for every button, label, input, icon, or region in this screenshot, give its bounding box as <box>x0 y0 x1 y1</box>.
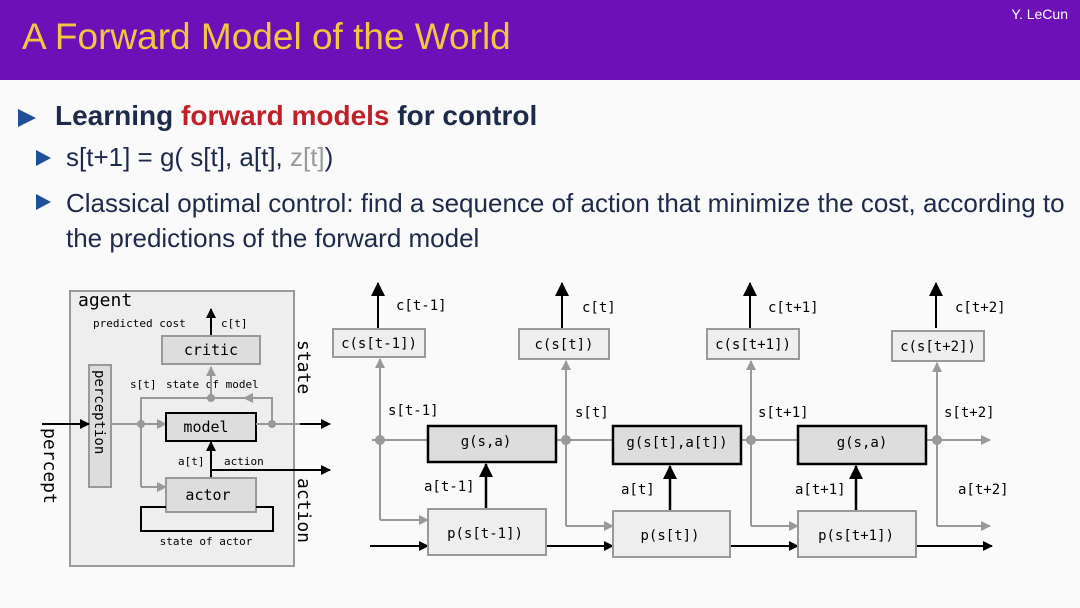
slide-title: A Forward Model of the World <box>22 16 511 57</box>
agent-diagram: agent predicted cost c[t] critic percept… <box>39 290 331 567</box>
p-label-1: p(s[t]) <box>640 528 699 544</box>
action-label-0: a[t-1] <box>424 479 475 495</box>
critic-box <box>161 335 261 365</box>
critic-label-2: c(s[t+1]) <box>715 337 791 353</box>
bullet-learning: Learning forward models for control <box>55 100 537 132</box>
g-label-1: g(s[t],a[t]) <box>626 435 727 451</box>
cost-top-3: c[t+2] <box>955 300 1006 316</box>
equation-gray-term: z[t] <box>289 142 325 172</box>
state-side-label: state <box>293 340 314 394</box>
actor-label: actor <box>185 486 230 504</box>
p-label-2: p(s[t+1]) <box>818 528 894 544</box>
p-box-2 <box>797 510 917 558</box>
sub-bullet-triangle-icon <box>36 150 51 166</box>
g-box-0 <box>426 424 558 464</box>
action-small-label: action <box>224 455 264 468</box>
actor-box <box>165 477 257 513</box>
agent-state-label: s[t] <box>130 378 157 391</box>
critic-label: critic <box>184 341 238 359</box>
g-label-2: g(s,a) <box>837 435 888 451</box>
perception-label: perception <box>91 370 107 454</box>
critic-box-2 <box>706 328 800 360</box>
state-of-actor-label: state of actor <box>160 535 253 548</box>
state-of-model-label: state of model <box>166 378 259 391</box>
model-box <box>165 412 257 442</box>
header-bar: A Forward Model of the World Y. LeCun <box>0 0 1080 80</box>
critic-label-3: c(s[t+2]) <box>900 339 976 355</box>
bullet-text-end: for control <box>389 100 538 131</box>
bullet-triangle-icon <box>18 109 36 127</box>
critic-label-0: c(s[t-1]) <box>341 336 417 352</box>
action-side-label: action <box>293 478 314 543</box>
p-box-0 <box>427 508 547 556</box>
state-label-2: s[t+1] <box>758 405 809 421</box>
agent-cost-label: c[t] <box>221 317 248 330</box>
percept-label: percept <box>39 428 60 504</box>
action-label-3: a[t+2] <box>958 482 1009 498</box>
action-label-2: a[t+1] <box>795 482 846 498</box>
model-label: model <box>183 418 228 436</box>
critic-box-1 <box>518 328 610 360</box>
unrolled-diagram: c[t-1] c(s[t-1]) s[t-1] g(s,a) a[t-1] p(… <box>332 282 1009 558</box>
cost-top-1: c[t] <box>582 300 616 316</box>
action-label-1: a[t] <box>621 482 655 498</box>
state-label-1: s[t] <box>575 405 609 421</box>
critic-box-3 <box>891 330 985 362</box>
agent-title: agent <box>78 290 132 311</box>
critic-label-1: c(s[t]) <box>534 337 593 353</box>
bullet-optimal-control: Classical optimal control: find a sequen… <box>66 188 1065 253</box>
p-label-0: p(s[t-1]) <box>447 526 523 542</box>
state-label-0: s[t-1] <box>388 403 439 419</box>
g-box-2 <box>796 424 928 466</box>
predicted-cost-label: predicted cost <box>93 317 186 330</box>
cost-top-2: c[t+1] <box>768 300 819 316</box>
equation-close: ) <box>324 142 334 172</box>
bullet-equation: s[t+1] = g( s[t], a[t], z[t]) <box>66 142 333 173</box>
critic-box-0 <box>332 328 426 358</box>
cost-top-0: c[t-1] <box>396 298 447 314</box>
equation-text: s[t+1] = g( s[t], a[t], <box>66 142 290 172</box>
sub-bullet-triangle-icon <box>36 194 51 210</box>
g-box-1 <box>611 424 743 466</box>
bullet-text: Learning <box>55 100 182 131</box>
g-label-0: g(s,a) <box>461 434 512 450</box>
author-label: Y. LeCun <box>1011 6 1068 22</box>
agent-action-label: a[t] <box>178 455 205 468</box>
state-label-3: s[t+2] <box>944 405 995 421</box>
p-box-1 <box>612 510 731 558</box>
bullet-highlight: forward models <box>181 100 390 131</box>
